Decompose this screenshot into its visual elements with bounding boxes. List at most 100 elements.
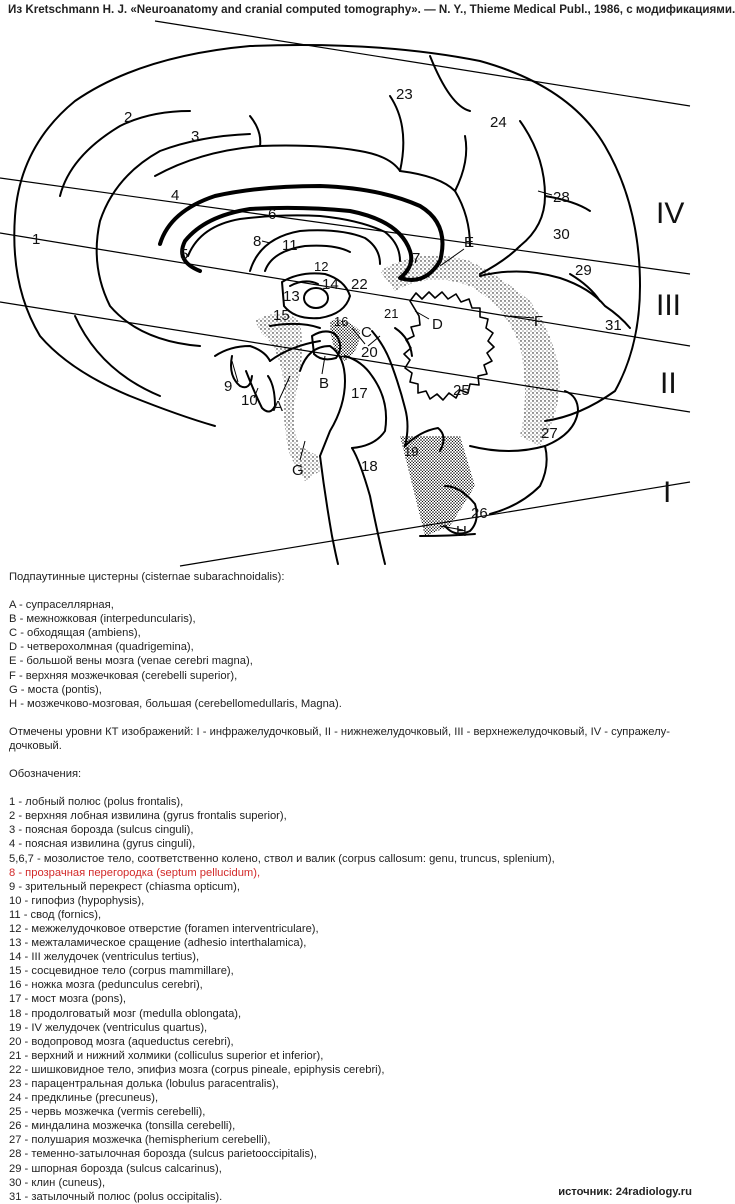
legend-item: 12 - межжелудочковое отверстие (foramen … [9, 922, 319, 935]
brain-sagittal-diagram: 1 2 3 4 5 6 7 8 9 10 11 12 13 14 15 16 1… [0, 20, 691, 567]
label-18: 18 [361, 458, 378, 475]
ct-level-numerals: IV III II I [656, 197, 684, 509]
level-numeral-i: I [663, 476, 671, 509]
legend-item: 13 - межталамическое сращение (adhesio i… [9, 937, 307, 950]
level-numeral-ii: II [660, 367, 677, 400]
legend-item: 14 - III желудочек (ventriculus tertius)… [9, 951, 200, 964]
label-28: 28 [553, 189, 570, 206]
legend-item: 30 - клин (cuneus), [9, 1176, 106, 1189]
label-16: 16 [334, 314, 348, 329]
legend-item: 1 - лобный полюс (polus frontalis), [9, 796, 184, 809]
legend-item: 28 - теменно-затылочная борозда (sulcus … [9, 1148, 317, 1161]
label-7: 7 [412, 250, 420, 267]
cistern-item: E - большой вены мозга (venae cerebri ma… [9, 655, 253, 668]
label-20: 20 [361, 344, 378, 361]
label-26: 26 [471, 505, 488, 522]
legend-item: 15 - сосцевидное тело (corpus mammillare… [9, 965, 234, 978]
label-12: 12 [314, 259, 328, 274]
label-4: 4 [171, 187, 179, 204]
levels-note: Отмечены уровни КТ изображений: I - инфр… [9, 725, 670, 738]
structure-labels: 1 2 3 4 5 6 7 8 9 10 11 12 13 14 15 16 1… [32, 86, 622, 540]
levels-note-continued: дочковый. [9, 739, 62, 752]
level-line-iv-upper [154, 20, 691, 107]
level-numeral-iii: III [656, 289, 681, 322]
cistern-item: A - супраселлярная, [9, 599, 114, 612]
legend-item: 2 - верхняя лобная извилина (gyrus front… [9, 810, 287, 823]
cerebellar-hemisphere [469, 390, 579, 452]
label-10: 10 [241, 392, 258, 409]
medulla [351, 447, 386, 565]
label-25: 25 [453, 382, 470, 399]
label-24: 24 [490, 114, 507, 131]
label-A: A [273, 398, 283, 415]
cerebellar-vermis [403, 291, 495, 401]
label-1: 1 [32, 231, 40, 248]
legend-item: 27 - полушария мозжечка (hemispherium ce… [9, 1134, 271, 1147]
cistern-stipple [255, 255, 560, 536]
label-29: 29 [575, 262, 592, 279]
legend-item: 3 - поясная борозда (sulcus cinguli), [9, 824, 194, 837]
label-15: 15 [273, 307, 290, 324]
label-E: E [464, 234, 474, 251]
label-27: 27 [541, 425, 558, 442]
legend-text: Подпаутинные цистерны (cisternae subarac… [9, 570, 695, 1204]
label-8: 8 [253, 233, 261, 250]
label-B: B [319, 375, 329, 392]
legend-item: 19 - IV желудочек (ventriculus quartus), [9, 1021, 208, 1034]
legend-item: 26 - миндалина мозжечка (tonsilla cerebe… [9, 1120, 236, 1133]
legend-item: 16 - ножка мозга (pedunculus cerebri), [9, 979, 203, 992]
legend-heading: Обозначения: [9, 768, 82, 781]
cistern-item: G - моста (pontis), [9, 683, 102, 696]
legend-item: 17 - мост мозга (pons), [9, 993, 127, 1006]
pons [299, 345, 346, 457]
cistern-item: B - межножковая (interpeduncularis), [9, 613, 196, 626]
legend-item: 18 - продолговатый мозг (medulla oblonga… [9, 1007, 242, 1020]
label-2: 2 [124, 109, 132, 126]
label-5: 5 [180, 246, 188, 263]
label-13: 13 [283, 288, 300, 305]
label-D: D [432, 316, 443, 333]
label-G: G [292, 462, 304, 479]
corpus-callosum [158, 184, 445, 282]
legend-item: 11 - свод (fornics), [9, 908, 102, 921]
legend-item: 22 - шишковидное тело, эпифиз мозга (cor… [9, 1063, 385, 1076]
legend-item: 25 - червь мозжечка (vermis cerebelli), [9, 1106, 206, 1119]
label-9: 9 [224, 378, 232, 395]
legend-item: 5,6,7 - мозолистое тело, соответственно … [9, 852, 555, 865]
label-3: 3 [191, 128, 199, 145]
cisterns-heading: Подпаутинные цистерны (cisternae subarac… [9, 571, 285, 583]
cistern-item: H - мозжечково-мозговая, большая (cerebe… [9, 697, 342, 710]
legend-item: 23 - парацентральная долька (lobulus par… [9, 1078, 279, 1090]
label-22: 22 [351, 276, 368, 293]
legend-item: 29 - шпорная борозда (sulcus calcarinus)… [9, 1162, 222, 1175]
label-11: 11 [282, 237, 298, 254]
label-19: 19 [404, 444, 418, 459]
legend-item: 9 - зрительный перекрест (chiasma opticu… [9, 880, 240, 893]
legend-item: 4 - поясная извилина (gyrus cinguli), [9, 838, 196, 851]
cistern-item: D - четверохолмная (quadrigemina), [9, 641, 194, 654]
outer-cortex-outline [13, 44, 641, 427]
level-line-iv [0, 177, 691, 275]
legend-item-highlighted: 8 - прозрачная перегородка (septum pellu… [9, 866, 261, 879]
legend-item: 31 - затылочный полюс (polus occipitalis… [9, 1190, 223, 1203]
label-H: H [456, 523, 467, 540]
label-30: 30 [553, 226, 570, 243]
legend-item: 21 - верхний и нижний холмики (colliculu… [9, 1049, 324, 1062]
level-numeral-iv: IV [656, 197, 684, 230]
label-21: 21 [384, 306, 398, 321]
level-line-iii [0, 232, 691, 347]
label-F: F [534, 313, 543, 330]
label-17: 17 [351, 385, 368, 402]
cistern-item: F - верхняя мозжечковая (cerebelli super… [9, 669, 238, 682]
label-6: 6 [268, 206, 276, 223]
leader-lines [231, 190, 553, 531]
citation-header: Из Kretschmann H. J. «Neuroanatomy and c… [8, 3, 735, 16]
cistern-item: C - обходящая (ambiens), [9, 627, 141, 640]
legend-item: 24 - предклинье (precuneus), [9, 1092, 159, 1105]
legend-item: 20 - водопровод мозга (aqueductus cerebr… [9, 1035, 234, 1048]
label-C: C [361, 324, 372, 341]
brain-outline [13, 44, 641, 565]
label-14: 14 [322, 276, 339, 293]
legend-item: 10 - гипофиз (hypophysis), [9, 894, 145, 907]
label-31: 31 [605, 317, 622, 334]
